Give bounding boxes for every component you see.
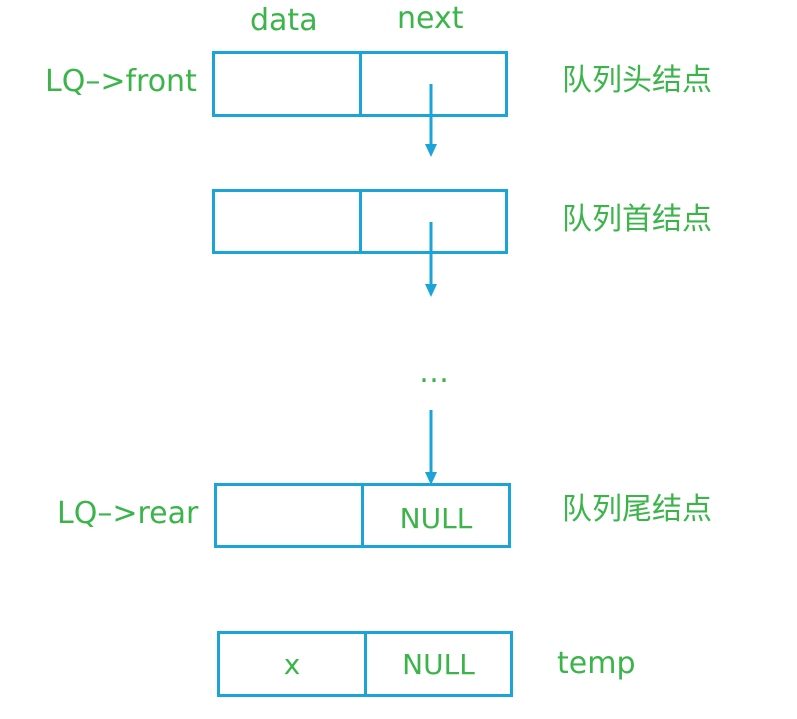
header-next: next xyxy=(397,1,464,36)
arrow-first-to-next-tip xyxy=(425,284,437,297)
first-node-caption: 队列首结点 xyxy=(562,202,712,237)
header-data: data xyxy=(250,3,318,38)
temp-node-next-cell: NULL xyxy=(402,647,475,681)
rear-node-caption: 队列尾结点 xyxy=(562,492,712,527)
head-node xyxy=(212,51,508,117)
front-pointer-label: LQ–>front xyxy=(45,64,197,99)
head-node-caption: 队列头结点 xyxy=(562,63,712,98)
temp-node-data-cell: x xyxy=(220,634,367,694)
ellipsis: … xyxy=(419,355,449,390)
rear-node-next-cell: NULL xyxy=(399,502,473,535)
rear-node-data-cell xyxy=(217,486,364,545)
first-node xyxy=(212,189,508,254)
rear-node: NULL xyxy=(214,483,511,548)
first-node-data-cell xyxy=(215,192,362,251)
temp-node: x NULL xyxy=(217,631,513,697)
temp-caption: temp xyxy=(557,646,636,681)
arrow-head-to-first-tip xyxy=(425,144,437,157)
head-node-data-cell xyxy=(215,54,362,114)
arrow-to-rear-tip xyxy=(425,472,437,485)
rear-pointer-label: LQ–>rear xyxy=(57,496,199,531)
